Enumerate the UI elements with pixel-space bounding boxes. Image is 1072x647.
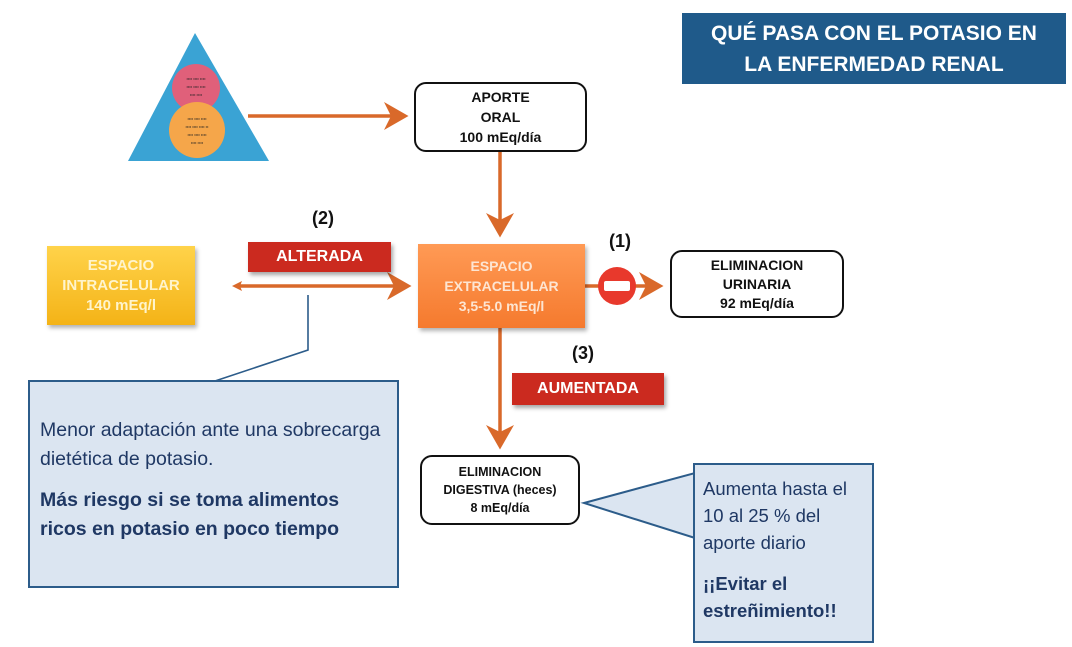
aumentada-tag: AUMENTADA — [512, 373, 664, 405]
digestiva-label-2: DIGESTIVA (heces) — [443, 483, 557, 497]
pyramid-top-circle — [172, 64, 220, 112]
callout-right-text: Aumenta hasta el 10 al 25 % del aporte d… — [703, 478, 847, 553]
intra-label-1: ESPACIO — [87, 256, 155, 274]
espacio-extracelular-box: ESPACIO EXTRACELULAR 3,5-5.0 mEq/l — [418, 244, 585, 328]
oral-label: ORAL — [480, 109, 521, 125]
svg-text:•••• •••• •••• ••: •••• •••• •••• •• — [186, 124, 210, 129]
callout-left-bold-text: Más riesgo si se toma alimentos ricos en… — [40, 489, 340, 540]
title-line-1: QUÉ PASA CON EL POTASIO EN — [711, 21, 1037, 45]
title-line-2: LA ENFERMEDAD RENAL — [744, 52, 1004, 76]
svg-text:•••• •••• ••••: •••• •••• •••• — [187, 132, 207, 137]
espacio-intracelular-box: ESPACIO INTRACELULAR 140 mEq/l — [47, 246, 195, 325]
label-number-2: (2) — [312, 208, 334, 228]
intra-value: 140 mEq/l — [85, 296, 157, 314]
callout-right-pointer — [580, 471, 696, 540]
alterada-tag: ALTERADA — [248, 242, 391, 272]
extra-label-2: EXTRACELULAR — [444, 278, 559, 294]
pyramid-bottom-circle — [169, 102, 225, 158]
eliminacion-digestiva-box: ELIMINACION DIGESTIVA (heces) 8 mEq/día — [420, 455, 580, 525]
svg-text:•••• ••••: •••• •••• — [191, 140, 204, 145]
callout-right-bold-text: ¡¡Evitar el estreñimiento!! — [703, 573, 837, 621]
callout-right: Aumenta hasta el 10 al 25 % del aporte d… — [693, 463, 874, 643]
extra-label-1: ESPACIO — [470, 258, 533, 274]
aporte-oral-box: APORTE ORAL 100 mEq/día — [414, 82, 587, 152]
digestiva-value: 8 mEq/día — [470, 501, 530, 515]
page-title: QUÉ PASA CON EL POTASIO EN LA ENFERMEDAD… — [682, 13, 1066, 84]
aporte-label: APORTE — [471, 89, 530, 105]
extra-value: 3,5-5.0 mEq/l — [458, 298, 545, 314]
intra-label-2: INTRACELULAR — [62, 276, 180, 294]
label-number-1: (1) — [609, 231, 631, 251]
urinaria-value: 92 mEq/día — [720, 294, 794, 311]
svg-text:•••• •••• ••••: •••• •••• •••• — [186, 84, 206, 89]
callout-left: Menor adaptación ante una sobrecarga die… — [28, 380, 399, 588]
no-entry-icon — [598, 267, 636, 305]
svg-text:•••• •••• ••••: •••• •••• •••• — [186, 76, 206, 81]
svg-text:•••• ••••: •••• •••• — [190, 92, 203, 97]
callout-left-pointer — [214, 295, 309, 382]
urinaria-label-2: URINARIA — [722, 275, 792, 292]
food-pyramid-image: •••• •••• •••• •••• •••• •••• •••• •••• … — [128, 33, 269, 161]
aporte-value: 100 mEq/día — [459, 129, 542, 145]
eliminacion-urinaria-box: ELIMINACION URINARIA 92 mEq/día — [670, 250, 844, 318]
callout-left-text: Menor adaptación ante una sobrecarga die… — [40, 419, 381, 470]
svg-text:•••• •••• ••••: •••• •••• •••• — [187, 116, 207, 121]
urinaria-label-1: ELIMINACION — [710, 256, 804, 273]
arrow-head-left — [232, 281, 242, 291]
label-number-3: (3) — [572, 343, 594, 363]
digestiva-label-1: ELIMINACION — [458, 465, 542, 479]
